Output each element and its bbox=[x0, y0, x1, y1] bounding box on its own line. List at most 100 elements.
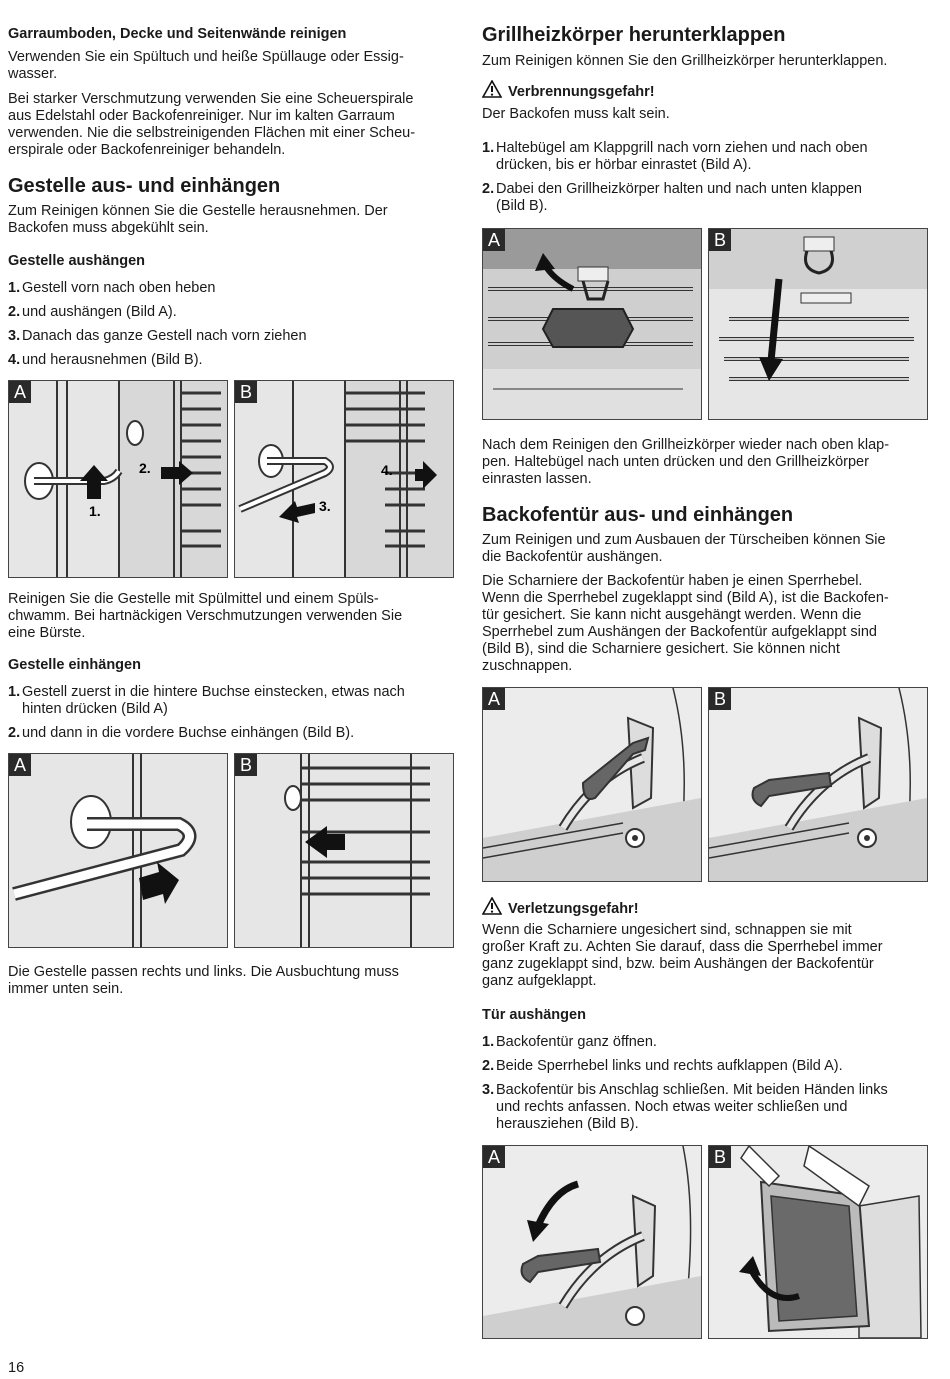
arrow-icon bbox=[759, 357, 783, 381]
arrow-icon bbox=[139, 862, 179, 904]
line: Zum Reinigen und zum Ausbauen der Türsch… bbox=[482, 532, 886, 548]
warning-triangle-icon bbox=[481, 896, 503, 915]
step-text: Gestell zuerst in die hintere Buchse ein… bbox=[22, 684, 405, 700]
line: Reinigen Sie die Gestelle mit Spülmittel… bbox=[8, 591, 379, 607]
figure-grill-b: B bbox=[708, 228, 928, 420]
figure-grill-a: A bbox=[482, 228, 702, 420]
step-item: 1.Haltebügel am Klappgrill nach vorn zie… bbox=[482, 140, 868, 173]
warning-title: Verletzungsgefahr! bbox=[508, 901, 639, 917]
arrow-icon bbox=[161, 461, 193, 485]
step-text: und dann in die vordere Buchse einhängen… bbox=[22, 725, 355, 741]
line: pen. Haltebügel nach unten drücken und d… bbox=[482, 454, 869, 470]
hinge-illustration bbox=[709, 688, 927, 881]
arrow-icon bbox=[305, 826, 345, 858]
step-number: 3. bbox=[8, 328, 21, 344]
figure-hinge-b: B bbox=[708, 687, 928, 882]
door-illustration bbox=[709, 1146, 927, 1338]
step-number: 1. bbox=[8, 684, 21, 700]
page-number: 16 bbox=[8, 1360, 25, 1376]
step-text: (Bild B). bbox=[496, 198, 548, 214]
figure-label: A bbox=[9, 754, 31, 776]
step-text: Beide Sperrhebel links und rechts aufkla… bbox=[496, 1058, 843, 1074]
step-number: 2. bbox=[482, 1058, 495, 1074]
line: tür gesichert. Sie kann nicht ausgehängt… bbox=[482, 607, 862, 623]
arrow-icon bbox=[80, 465, 108, 499]
step-number: 1. bbox=[482, 140, 495, 156]
step-text: drücken, bis er hörbar einrastet (Bild A… bbox=[496, 157, 752, 173]
step-item: 3.Danach das ganze Gestell nach vorn zie… bbox=[8, 328, 307, 345]
rack-illustration: 1. 2. bbox=[9, 381, 227, 577]
arrow-icon bbox=[527, 1220, 549, 1242]
rack-illustration: 3. 4. bbox=[235, 381, 453, 577]
line: Backofen muss abgekühlt sein. bbox=[8, 220, 209, 236]
step-number: 1. bbox=[482, 1034, 495, 1050]
warning-triangle-icon bbox=[481, 79, 503, 98]
section-heading-racks: Gestelle aus- und einhängen bbox=[8, 175, 281, 197]
paragraph-grill-after: Nach dem Reinigen den Grillheizkörper wi… bbox=[482, 437, 889, 488]
subheading-insert-racks: Gestelle einhängen bbox=[8, 657, 141, 673]
line: aus Edelstahl oder Backofenreiniger. Nur… bbox=[8, 108, 395, 124]
line: Wenn die Scharniere ungesichert sind, sc… bbox=[482, 922, 852, 938]
line: Wenn die Sperrhebel zugeklappt sind (Bil… bbox=[482, 590, 889, 606]
figure-label: B bbox=[709, 688, 731, 710]
step-text: Haltebügel am Klappgrill nach vorn ziehe… bbox=[496, 140, 868, 156]
warning-burn-text: Der Backofen muss kalt sein. bbox=[482, 106, 670, 122]
step-item: 3.Backofentür bis Anschlag schließen. Mi… bbox=[482, 1082, 888, 1132]
line: Nach dem Reinigen den Grillheizkörper wi… bbox=[482, 437, 890, 453]
step-text: Danach das ganze Gestell nach vorn ziehe… bbox=[22, 328, 307, 344]
step-number: 2. bbox=[8, 725, 21, 741]
subheading-remove-door: Tür aushängen bbox=[482, 1007, 586, 1023]
figure-label: A bbox=[483, 229, 505, 251]
line: zuschnappen. bbox=[482, 658, 573, 674]
line: ganz aufgeklappt. bbox=[482, 973, 597, 989]
line: wasser. bbox=[8, 66, 58, 82]
paragraph-cleaning-2: Bei starker Verschmutzung verwenden Sie … bbox=[8, 91, 415, 159]
grill-illustration bbox=[483, 229, 701, 419]
grill-illustration bbox=[709, 229, 927, 419]
line: Zum Reinigen können Sie die Gestelle her… bbox=[8, 203, 388, 219]
line: eine Bürste. bbox=[8, 625, 86, 641]
figure-label: B bbox=[235, 381, 257, 403]
line: erspirale oder Backofenreiniger behandel… bbox=[8, 142, 286, 158]
figure-label: A bbox=[9, 381, 31, 403]
step-text: und aushängen (Bild A). bbox=[22, 304, 177, 320]
warning-injury-text: Wenn die Scharniere ungesichert sind, sc… bbox=[482, 922, 883, 990]
figure-rack-insert-a: A bbox=[8, 753, 228, 948]
line: Verwenden Sie ein Spültuch und heiße Spü… bbox=[8, 49, 404, 65]
line: Sperrhebel zum Aushängen der Backofentür… bbox=[482, 624, 877, 640]
step-text: und rechts anfassen. Noch etwas weiter s… bbox=[496, 1099, 848, 1115]
figure-label: B bbox=[235, 754, 257, 776]
step-text: und herausnehmen (Bild B). bbox=[22, 352, 203, 368]
section-heading-cleaning: Garraumboden, Decke und Seitenwände rein… bbox=[8, 26, 347, 42]
line: die Backofentür aushängen. bbox=[482, 549, 663, 565]
step-item: 2.und dann in die vordere Buchse einhäng… bbox=[8, 725, 354, 742]
figure-rack-insert-b: B bbox=[234, 753, 454, 948]
figure-rack-remove-b: 3. 4. B bbox=[234, 380, 454, 578]
paragraph-grill-intro: Zum Reinigen können Sie den Grillheizkör… bbox=[482, 53, 888, 69]
step-number: 2. bbox=[8, 304, 21, 320]
figure-label: A bbox=[483, 688, 505, 710]
line: verwenden. Nie die selbstreinigenden Flä… bbox=[8, 125, 416, 141]
step-item: 1.Gestell zuerst in die hintere Buchse e… bbox=[8, 684, 405, 717]
line: Bei starker Verschmutzung verwenden Sie … bbox=[8, 91, 414, 107]
step-number: 2. bbox=[482, 181, 495, 197]
line: Die Scharniere der Backofentür haben je … bbox=[482, 573, 863, 589]
step-item: 1.Backofentür ganz öffnen. bbox=[482, 1034, 657, 1051]
step-text: herausziehen (Bild B). bbox=[496, 1116, 639, 1132]
figure-label: B bbox=[709, 1146, 731, 1168]
paragraph-racks-intro: Zum Reinigen können Sie die Gestelle her… bbox=[8, 203, 388, 237]
paragraph-door-intro: Zum Reinigen und zum Ausbauen der Türsch… bbox=[482, 532, 886, 566]
arrow-icon bbox=[415, 461, 437, 489]
step-number: 1. bbox=[8, 280, 21, 296]
step-item: 1.Gestell vorn nach oben heben bbox=[8, 280, 215, 297]
callout-label: 4. bbox=[381, 462, 393, 478]
callout-label: 3. bbox=[319, 498, 331, 514]
line: Die Gestelle passen rechts und links. Di… bbox=[8, 964, 399, 980]
callout-label: 2. bbox=[139, 460, 151, 476]
paragraph-racks-note: Die Gestelle passen rechts und links. Di… bbox=[8, 964, 399, 998]
step-text: Gestell vorn nach oben heben bbox=[22, 280, 216, 296]
line: großer Kraft zu. Achten Sie darauf, dass… bbox=[482, 939, 883, 955]
warning-title: Verbrennungsgefahr! bbox=[508, 84, 655, 100]
section-heading-door: Backofentür aus- und einhängen bbox=[482, 504, 794, 526]
line: ganz zugeklappt sind, bzw. beim Aushänge… bbox=[482, 956, 874, 972]
